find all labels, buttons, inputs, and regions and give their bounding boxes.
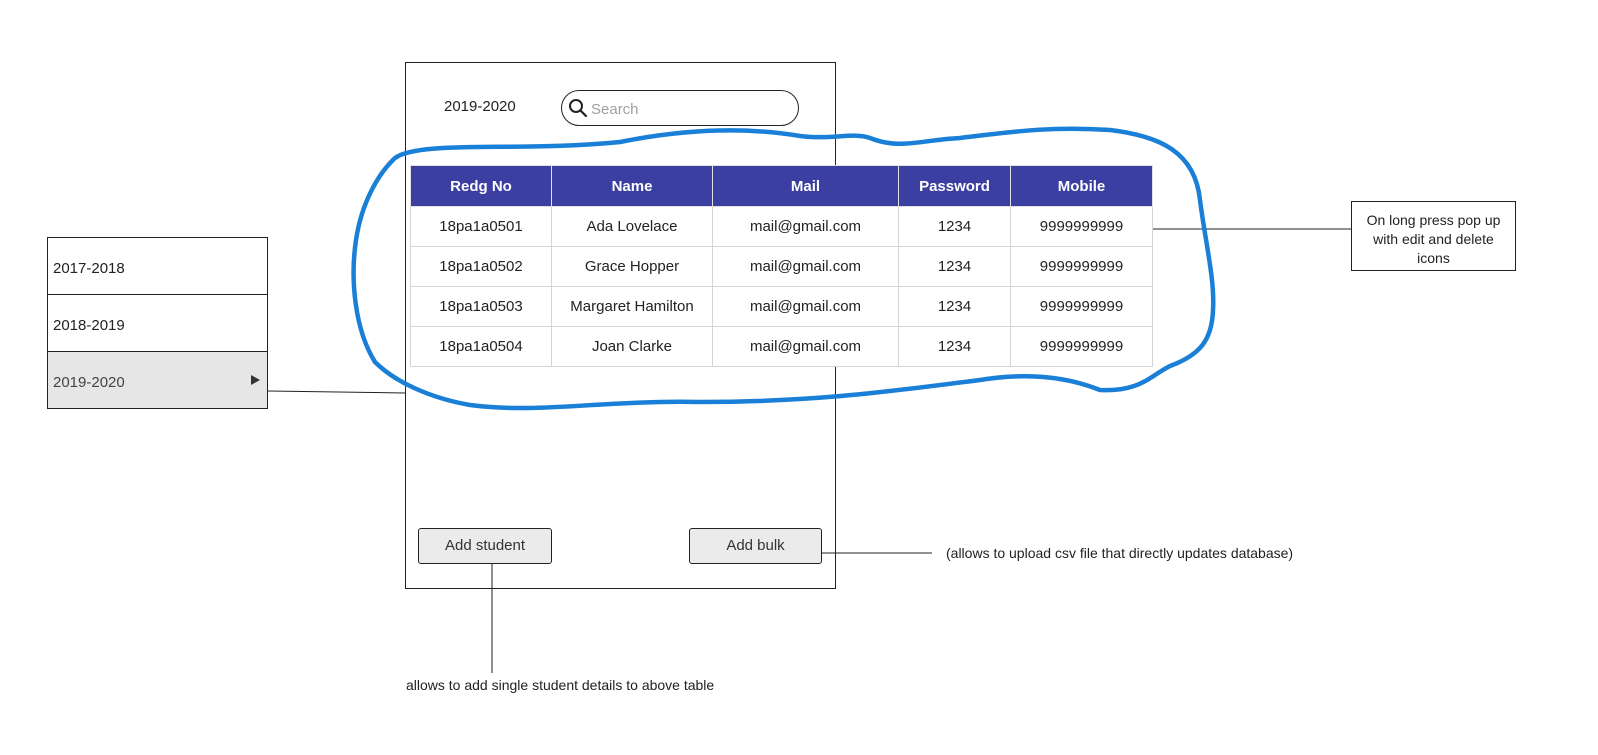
column-header-mail[interactable]: Mail (712, 165, 899, 207)
cell-name: Grace Hopper (551, 246, 713, 287)
table-row[interactable]: 18pa1a0503 Margaret Hamilton mail@gmail.… (410, 286, 1153, 327)
table-row[interactable]: 18pa1a0501 Ada Lovelace mail@gmail.com 1… (410, 206, 1153, 247)
column-header-name[interactable]: Name (551, 165, 713, 207)
cell-name: Margaret Hamilton (551, 286, 713, 327)
year-item-label: 2017-2018 (53, 260, 125, 277)
column-header-password[interactable]: Password (898, 165, 1011, 207)
cell-password: 1234 (898, 286, 1011, 327)
cell-mail: mail@gmail.com (712, 286, 899, 327)
cell-mobile: 9999999999 (1010, 206, 1153, 247)
table-row[interactable]: 18pa1a0504 Joan Clarke mail@gmail.com 12… (410, 326, 1153, 367)
add-bulk-button[interactable]: Add bulk (689, 528, 822, 564)
cell-mobile: 9999999999 (1010, 326, 1153, 367)
cell-redg-no: 18pa1a0503 (410, 286, 552, 327)
year-item-2019-2020[interactable]: 2019-2020 (47, 351, 268, 409)
column-header-redg-no[interactable]: Redg No (410, 165, 552, 207)
add-student-button[interactable]: Add student (418, 528, 552, 564)
note-long-press: On long press pop up with edit and delet… (1351, 201, 1516, 271)
students-table: Redg No Name Mail Password Mobile 18pa1a… (410, 165, 1153, 367)
cell-mobile: 9999999999 (1010, 246, 1153, 287)
note-add-student: allows to add single student details to … (406, 677, 715, 693)
search-icon (569, 99, 588, 118)
page-title: 2019-2020 (444, 98, 516, 115)
year-item-label: 2018-2019 (53, 317, 125, 334)
search-bar[interactable] (561, 90, 799, 126)
table-header-row: Redg No Name Mail Password Mobile (410, 165, 1153, 207)
cell-mobile: 9999999999 (1010, 286, 1153, 327)
year-item-2018-2019[interactable]: 2018-2019 (47, 294, 268, 352)
year-item-2017-2018[interactable]: 2017-2018 (47, 237, 268, 295)
note-add-bulk: (allows to upload csv file that directly… (946, 545, 1294, 561)
column-header-mobile[interactable]: Mobile (1010, 165, 1153, 207)
cell-mail: mail@gmail.com (712, 206, 899, 247)
year-item-label: 2019-2020 (53, 374, 125, 391)
triangle-right-icon (251, 375, 260, 385)
table-row[interactable]: 18pa1a0502 Grace Hopper mail@gmail.com 1… (410, 246, 1153, 287)
cell-password: 1234 (898, 326, 1011, 367)
cell-name: Ada Lovelace (551, 206, 713, 247)
cell-name: Joan Clarke (551, 326, 713, 367)
search-input[interactable] (589, 97, 793, 121)
cell-password: 1234 (898, 246, 1011, 287)
cell-redg-no: 18pa1a0502 (410, 246, 552, 287)
year-list: 2017-2018 2018-2019 2019-2020 (47, 237, 268, 409)
cell-redg-no: 18pa1a0501 (410, 206, 552, 247)
cell-password: 1234 (898, 206, 1011, 247)
cell-mail: mail@gmail.com (712, 246, 899, 287)
cell-mail: mail@gmail.com (712, 326, 899, 367)
cell-redg-no: 18pa1a0504 (410, 326, 552, 367)
connector-year-to-frame (267, 390, 406, 394)
